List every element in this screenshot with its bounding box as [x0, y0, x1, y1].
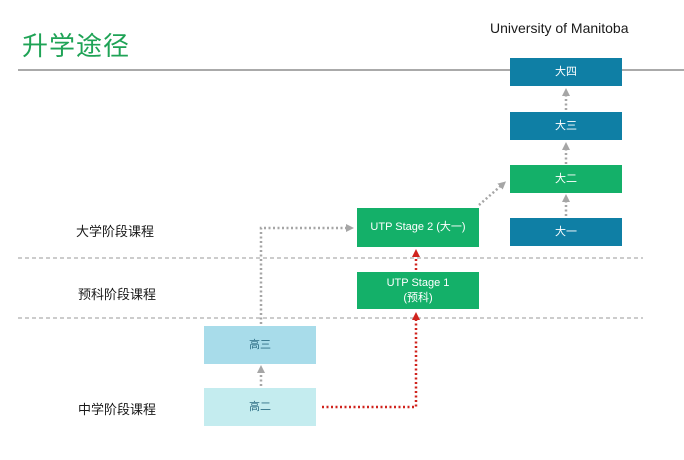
- university-name: University of Manitoba: [490, 20, 629, 36]
- utp1-title: UTP Stage 1: [386, 276, 450, 289]
- page-title: 升学途径: [22, 32, 131, 62]
- utp1-subtitle: (预科): [403, 291, 433, 304]
- row-label-university: 大学阶段课程: [76, 225, 155, 240]
- box-year2: 大二: [510, 165, 622, 193]
- box-year1: 大一: [510, 218, 622, 246]
- box-grade12: 高三: [204, 326, 316, 364]
- box-utp-stage1: UTP Stage 1 (预科): [357, 272, 479, 309]
- box-grade11: 高二: [204, 388, 316, 426]
- box-year3: 大三: [510, 112, 622, 140]
- row-label-foundation: 预科阶段课程: [78, 288, 157, 303]
- box-year4: 大四: [510, 58, 622, 86]
- arrow-grade11-to-utp1: [322, 312, 420, 409]
- arrow-grade12-to-utp2: [259, 224, 354, 324]
- box-utp-stage2: UTP Stage 2 (大一): [357, 208, 479, 247]
- row-label-highschool: 中学阶段课程: [78, 403, 157, 418]
- arrow-utp2-to-year2: [478, 181, 507, 206]
